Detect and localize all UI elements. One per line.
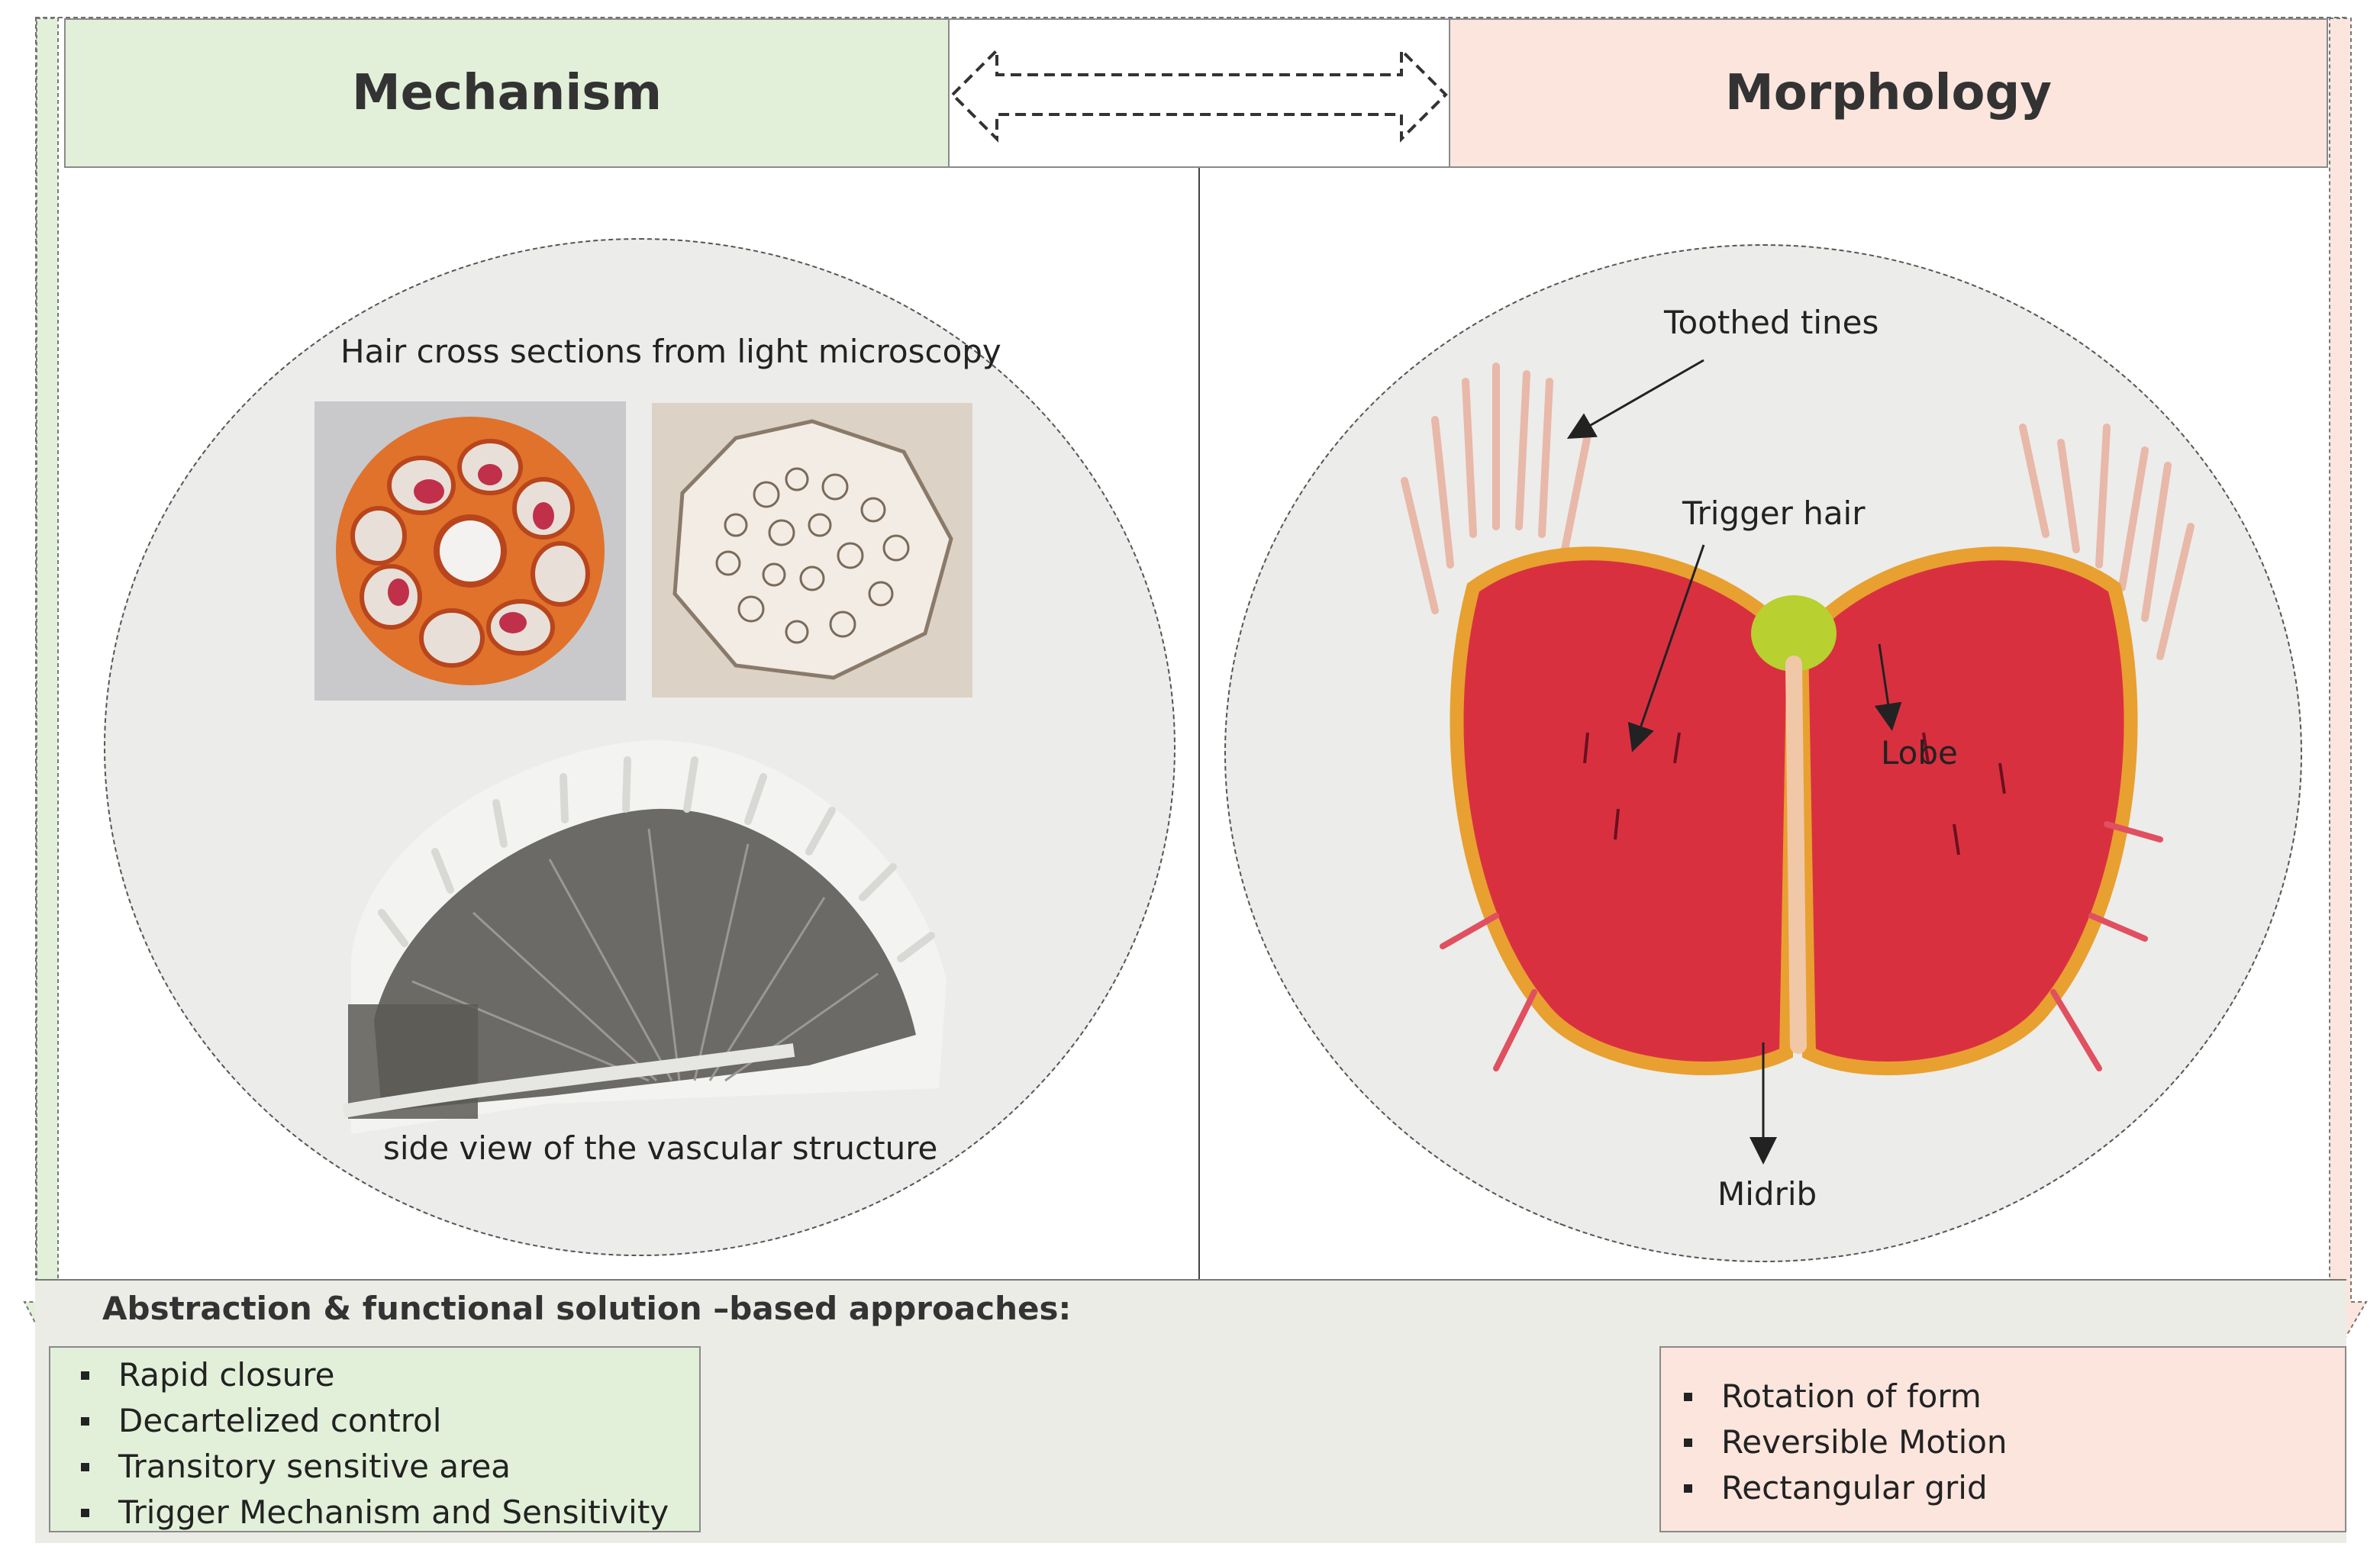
mechanism-title: Mechanism <box>351 65 663 121</box>
venus-flytrap-image <box>1401 362 2195 1075</box>
vascular-structure-caption: side view of the vascular structure <box>383 1129 938 1167</box>
morphology-header: Morphology <box>1449 18 2328 168</box>
list-item: Rapid closure <box>81 1352 699 1398</box>
mechanism-approaches-box: Rapid closure Decartelized control Trans… <box>49 1346 701 1532</box>
bullet-icon <box>81 1508 89 1517</box>
midrib-label: Midrib <box>1717 1175 1817 1213</box>
double-arrow-icon <box>950 47 1448 143</box>
header-connector <box>950 18 1449 168</box>
vascular-structure-image <box>342 739 947 1134</box>
bullet-icon <box>81 1416 89 1426</box>
bullet-icon <box>81 1371 89 1380</box>
bullet-icon <box>1684 1438 1692 1447</box>
list-item: Rotation of form <box>1684 1374 2345 1419</box>
annotation-arrows <box>1566 359 1902 1165</box>
mechanism-panel <box>64 168 1200 1282</box>
mechanism-approaches-list: Rapid closure Decartelized control Trans… <box>81 1352 699 1535</box>
list-item: Reversible Motion <box>1684 1419 2345 1465</box>
morphology-approaches-box: Rotation of form Reversible Motion Recta… <box>1659 1346 2346 1532</box>
list-item: Rectangular grid <box>1684 1465 2345 1511</box>
list-item: Transitory sensitive area <box>81 1444 699 1490</box>
list-item: Trigger Mechanism and Sensitivity <box>81 1490 699 1535</box>
list-item: Decartelized control <box>81 1398 699 1444</box>
toothed-tines-label: Toothed tines <box>1664 304 1879 341</box>
bottom-title: Abstraction & functional solution –based… <box>102 1290 1072 1327</box>
bullet-icon <box>1684 1484 1692 1493</box>
lobe-label: Lobe <box>1881 734 1958 772</box>
bullet-icon <box>81 1462 89 1471</box>
morphology-approaches-list: Rotation of form Reversible Motion Recta… <box>1684 1374 2345 1511</box>
bullet-icon <box>1684 1392 1692 1401</box>
trigger-hair-label: Trigger hair <box>1682 495 1866 532</box>
morphology-title: Morphology <box>1725 65 2052 121</box>
cross-section-image-stained <box>314 401 626 701</box>
cross-section-image-unstained <box>652 403 972 698</box>
hair-cross-section-caption: Hair cross sections from light microscop… <box>340 333 1001 370</box>
mechanism-header: Mechanism <box>64 18 950 168</box>
